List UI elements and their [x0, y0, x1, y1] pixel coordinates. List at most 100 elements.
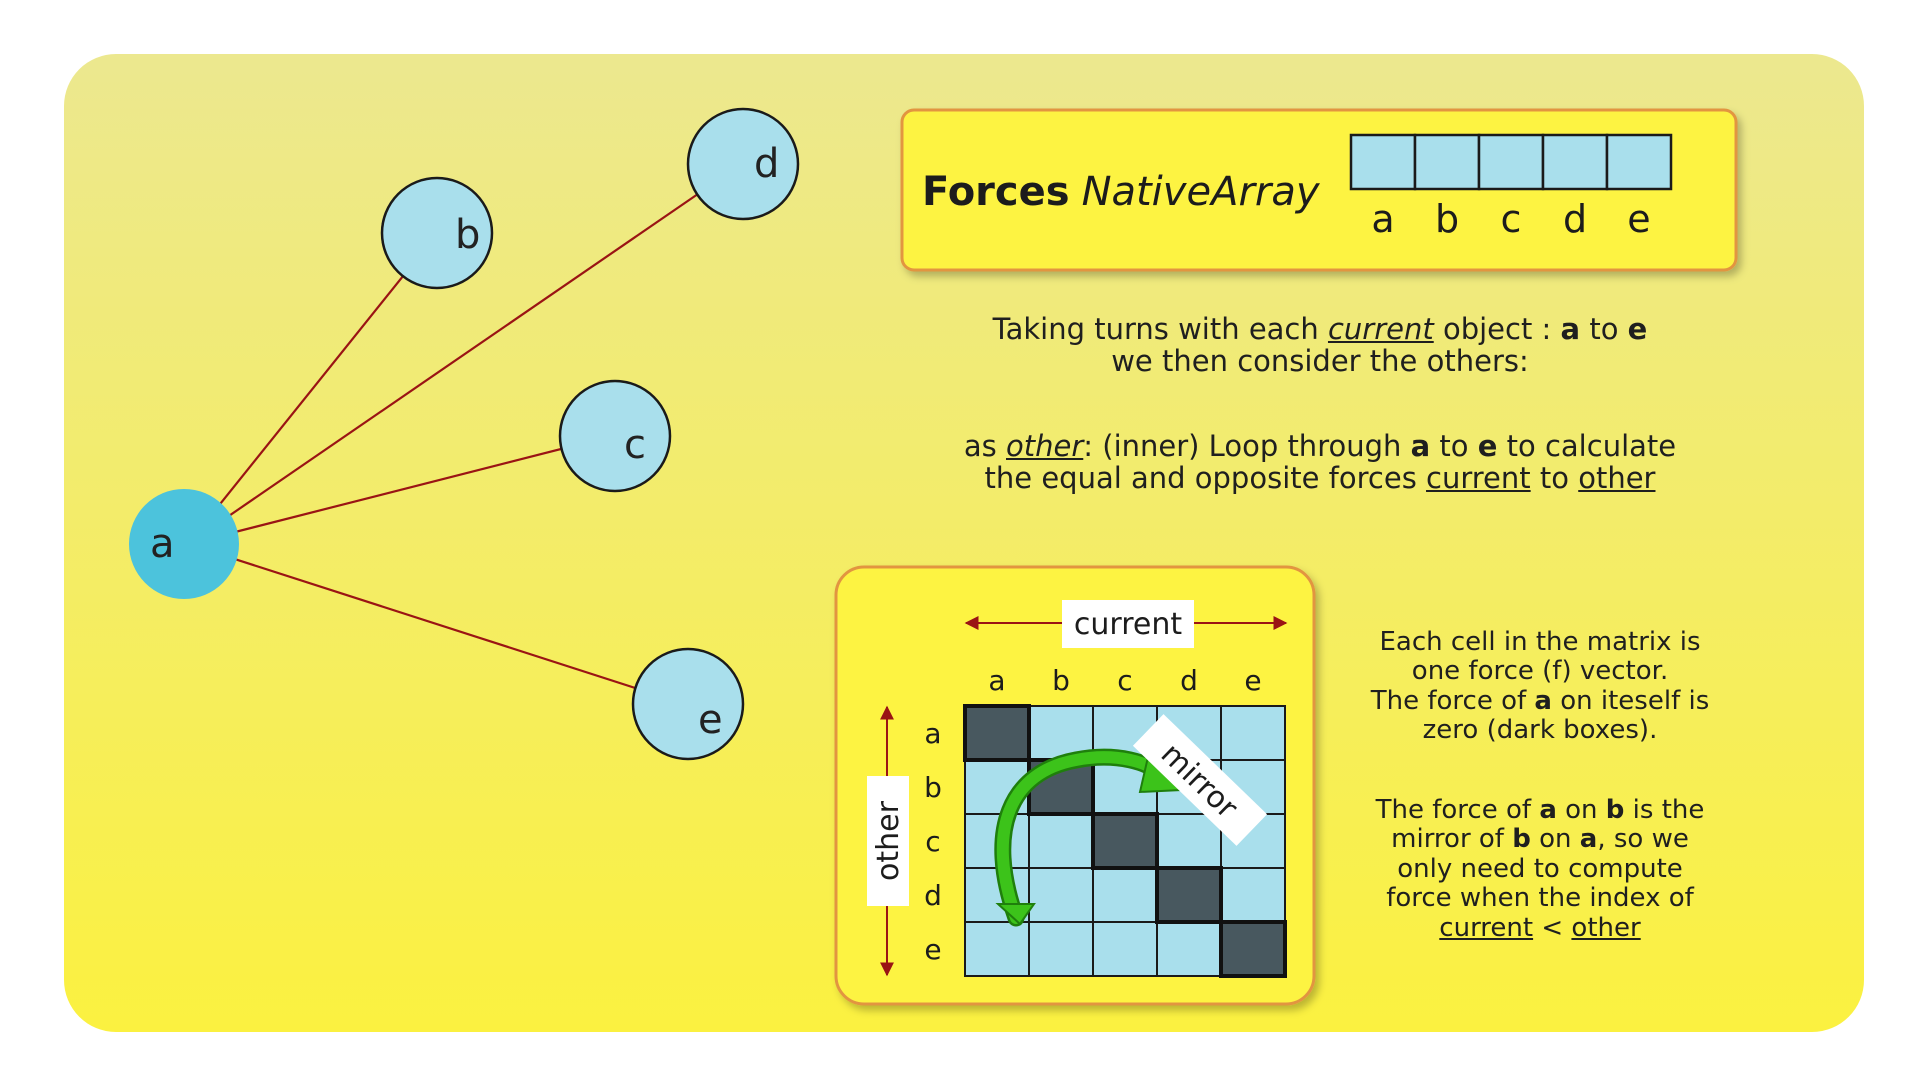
- bold-a: a: [1410, 429, 1431, 463]
- node-c: c: [558, 379, 672, 493]
- text-fragment: mirror of: [1391, 824, 1513, 855]
- matrix-cell-self: [1156, 867, 1222, 923]
- text-fragment: the equal and opposite forces: [984, 461, 1427, 496]
- text-fragment: on: [1556, 795, 1606, 825]
- matrix-panel: current other a b c d e a b c d e: [834, 565, 1316, 1006]
- bold-b: b: [1605, 795, 1625, 825]
- array-cells: [1349, 133, 1673, 191]
- array-label-d: d: [1563, 197, 1587, 241]
- node-e-label: e: [698, 697, 723, 743]
- text-fragment: <: [1533, 912, 1572, 943]
- matrix-cell-self-outline: [1155, 866, 1223, 924]
- current-axis-label: current: [1074, 607, 1182, 642]
- bold-a: a: [1579, 824, 1598, 855]
- matrix-cell: [1092, 921, 1158, 977]
- array-label-c: c: [1501, 197, 1522, 241]
- array-labels: a b c d e: [1371, 197, 1650, 241]
- node-a: a: [129, 489, 239, 599]
- node-e: e: [631, 647, 745, 761]
- node-b-label: b: [455, 212, 480, 258]
- matrix-cell: [1156, 921, 1222, 977]
- note-line: The force of a on iteself is: [1330, 685, 1750, 716]
- other-underlined: other: [1571, 912, 1641, 943]
- text-fragment: to: [1580, 312, 1628, 346]
- current-underlined: current: [1439, 912, 1534, 943]
- row-header-d: d: [924, 879, 942, 912]
- text-fragment: object :: [1433, 312, 1561, 346]
- other-emphasis: other: [1006, 429, 1084, 463]
- text-fragment: Taking turns with each: [992, 312, 1328, 346]
- array-label-a: a: [1371, 197, 1394, 241]
- text-fragment: as: [963, 429, 1006, 463]
- bold-b: b: [1512, 824, 1531, 855]
- text-fragment: to: [1530, 461, 1579, 496]
- forces-native-array-box: Forces NativeArray a b c d e: [900, 108, 1738, 272]
- current-underlined: current: [1426, 461, 1531, 496]
- node-d-label: d: [754, 141, 779, 187]
- explanation-line-1: Taking turns with each current object : …: [910, 313, 1730, 345]
- row-header-a: a: [924, 717, 941, 750]
- matrix-cell-self: [964, 705, 1030, 761]
- matrix-cell-self: [1092, 813, 1158, 869]
- arrow-a-to-e: [186, 541, 687, 707]
- row-header-e: e: [924, 933, 941, 966]
- array-cell: [1605, 133, 1673, 191]
- explanation-line-3: as other: (inner) Loop through a to e to…: [900, 430, 1740, 462]
- note-line: zero (dark boxes).: [1422, 715, 1658, 746]
- matrix-note-mirror: The force of a on b is the mirror of b o…: [1330, 795, 1750, 943]
- forces-title: Forces NativeArray: [922, 169, 1321, 215]
- current-emphasis: current: [1327, 312, 1434, 346]
- bold-e: e: [1627, 312, 1648, 346]
- matrix-cell: [1028, 867, 1094, 923]
- bold-e: e: [1477, 429, 1498, 463]
- explanation-line-4: the equal and opposite forces current to…: [900, 462, 1740, 494]
- arrow-a-to-c: [186, 432, 614, 548]
- text-fragment: The force of: [1370, 685, 1535, 716]
- array-label-b: b: [1435, 197, 1459, 241]
- matrix-cell: [1156, 813, 1222, 869]
- explanation-line-2: we then consider the others:: [1111, 344, 1529, 379]
- other-underlined: other: [1578, 461, 1656, 496]
- matrix-cell: [1028, 921, 1094, 977]
- text-fragment: : (inner) Loop through: [1083, 429, 1411, 463]
- matrix-cell: [1092, 867, 1158, 923]
- column-header-e: e: [1244, 664, 1261, 697]
- forces-title-italic: NativeArray: [1082, 169, 1321, 215]
- matrix-cell: [1220, 705, 1286, 761]
- bold-a: a: [1539, 795, 1557, 825]
- bold-a: a: [1560, 312, 1581, 346]
- column-header-c: c: [1117, 664, 1132, 697]
- text-fragment: The force of: [1375, 795, 1540, 825]
- matrix-cell-self: [1220, 921, 1286, 977]
- note-line: one force (f) vector.: [1411, 656, 1669, 687]
- note-line: current < other: [1330, 912, 1750, 943]
- text-fragment: on: [1530, 824, 1580, 855]
- node-d: d: [686, 107, 800, 221]
- text-fragment: on iteself is: [1551, 685, 1710, 716]
- forces-title-bold: Forces: [922, 169, 1070, 215]
- mirror-label-box: [1132, 714, 1268, 846]
- other-axis-label: other: [871, 800, 906, 881]
- note-line: mirror of b on a, so we: [1330, 825, 1750, 854]
- node-a-label: a: [150, 521, 175, 567]
- matrix-column-headers: a b c d e: [988, 664, 1261, 697]
- node-b: b: [380, 176, 494, 290]
- array-cell: [1413, 133, 1481, 191]
- row-header-c: c: [925, 825, 940, 858]
- row-header-b: b: [924, 771, 942, 804]
- force-arrows: [186, 160, 748, 707]
- column-header-b: b: [1052, 664, 1070, 697]
- text-fragment: is the: [1624, 795, 1705, 825]
- note-line: The force of a on b is the: [1330, 795, 1750, 825]
- array-cell: [1349, 133, 1417, 191]
- mirror-arrowhead-start: [995, 903, 1036, 926]
- explanation-current-loop: Taking turns with each current object : …: [910, 313, 1730, 378]
- matrix-cell: [964, 921, 1030, 977]
- bold-a: a: [1534, 685, 1552, 716]
- node-c-label: c: [624, 422, 646, 468]
- matrix-cell: [1220, 867, 1286, 923]
- column-header-a: a: [988, 664, 1005, 697]
- note-line: Each cell in the matrix is: [1379, 627, 1701, 657]
